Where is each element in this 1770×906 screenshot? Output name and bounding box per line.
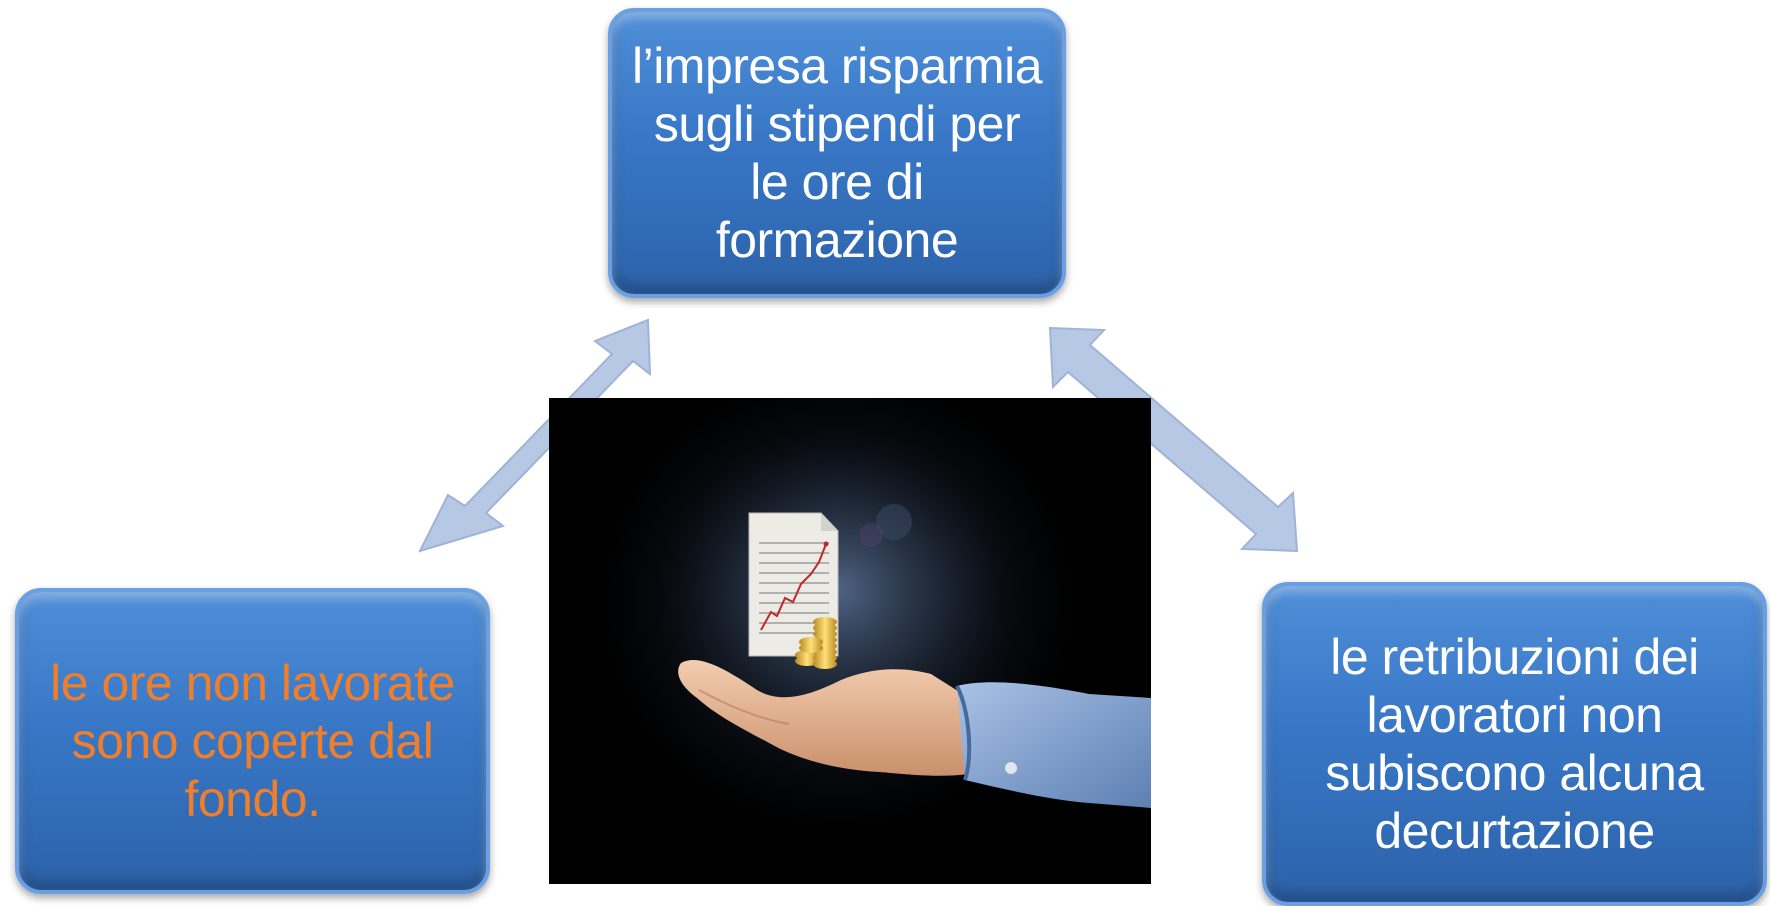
hand-holding-document-icon [649, 418, 1151, 808]
coins-icon [795, 617, 837, 669]
top-box: l’impresa risparmia sugli stipendi per l… [608, 8, 1066, 298]
left-box: le ore non lavorate sono coperte dal fon… [15, 588, 490, 894]
top-box-text: l’impresa risparmia sugli stipendi per l… [631, 38, 1043, 268]
hand-document-coins-photo [549, 398, 1151, 884]
hand-icon [678, 660, 1151, 808]
right-box: le retribuzioni dei lavoratori non subis… [1262, 582, 1767, 906]
right-box-text: le retribuzioni dei lavoratori non subis… [1325, 629, 1704, 859]
left-box-text: le ore non lavorate sono coperte dal fon… [50, 655, 455, 827]
